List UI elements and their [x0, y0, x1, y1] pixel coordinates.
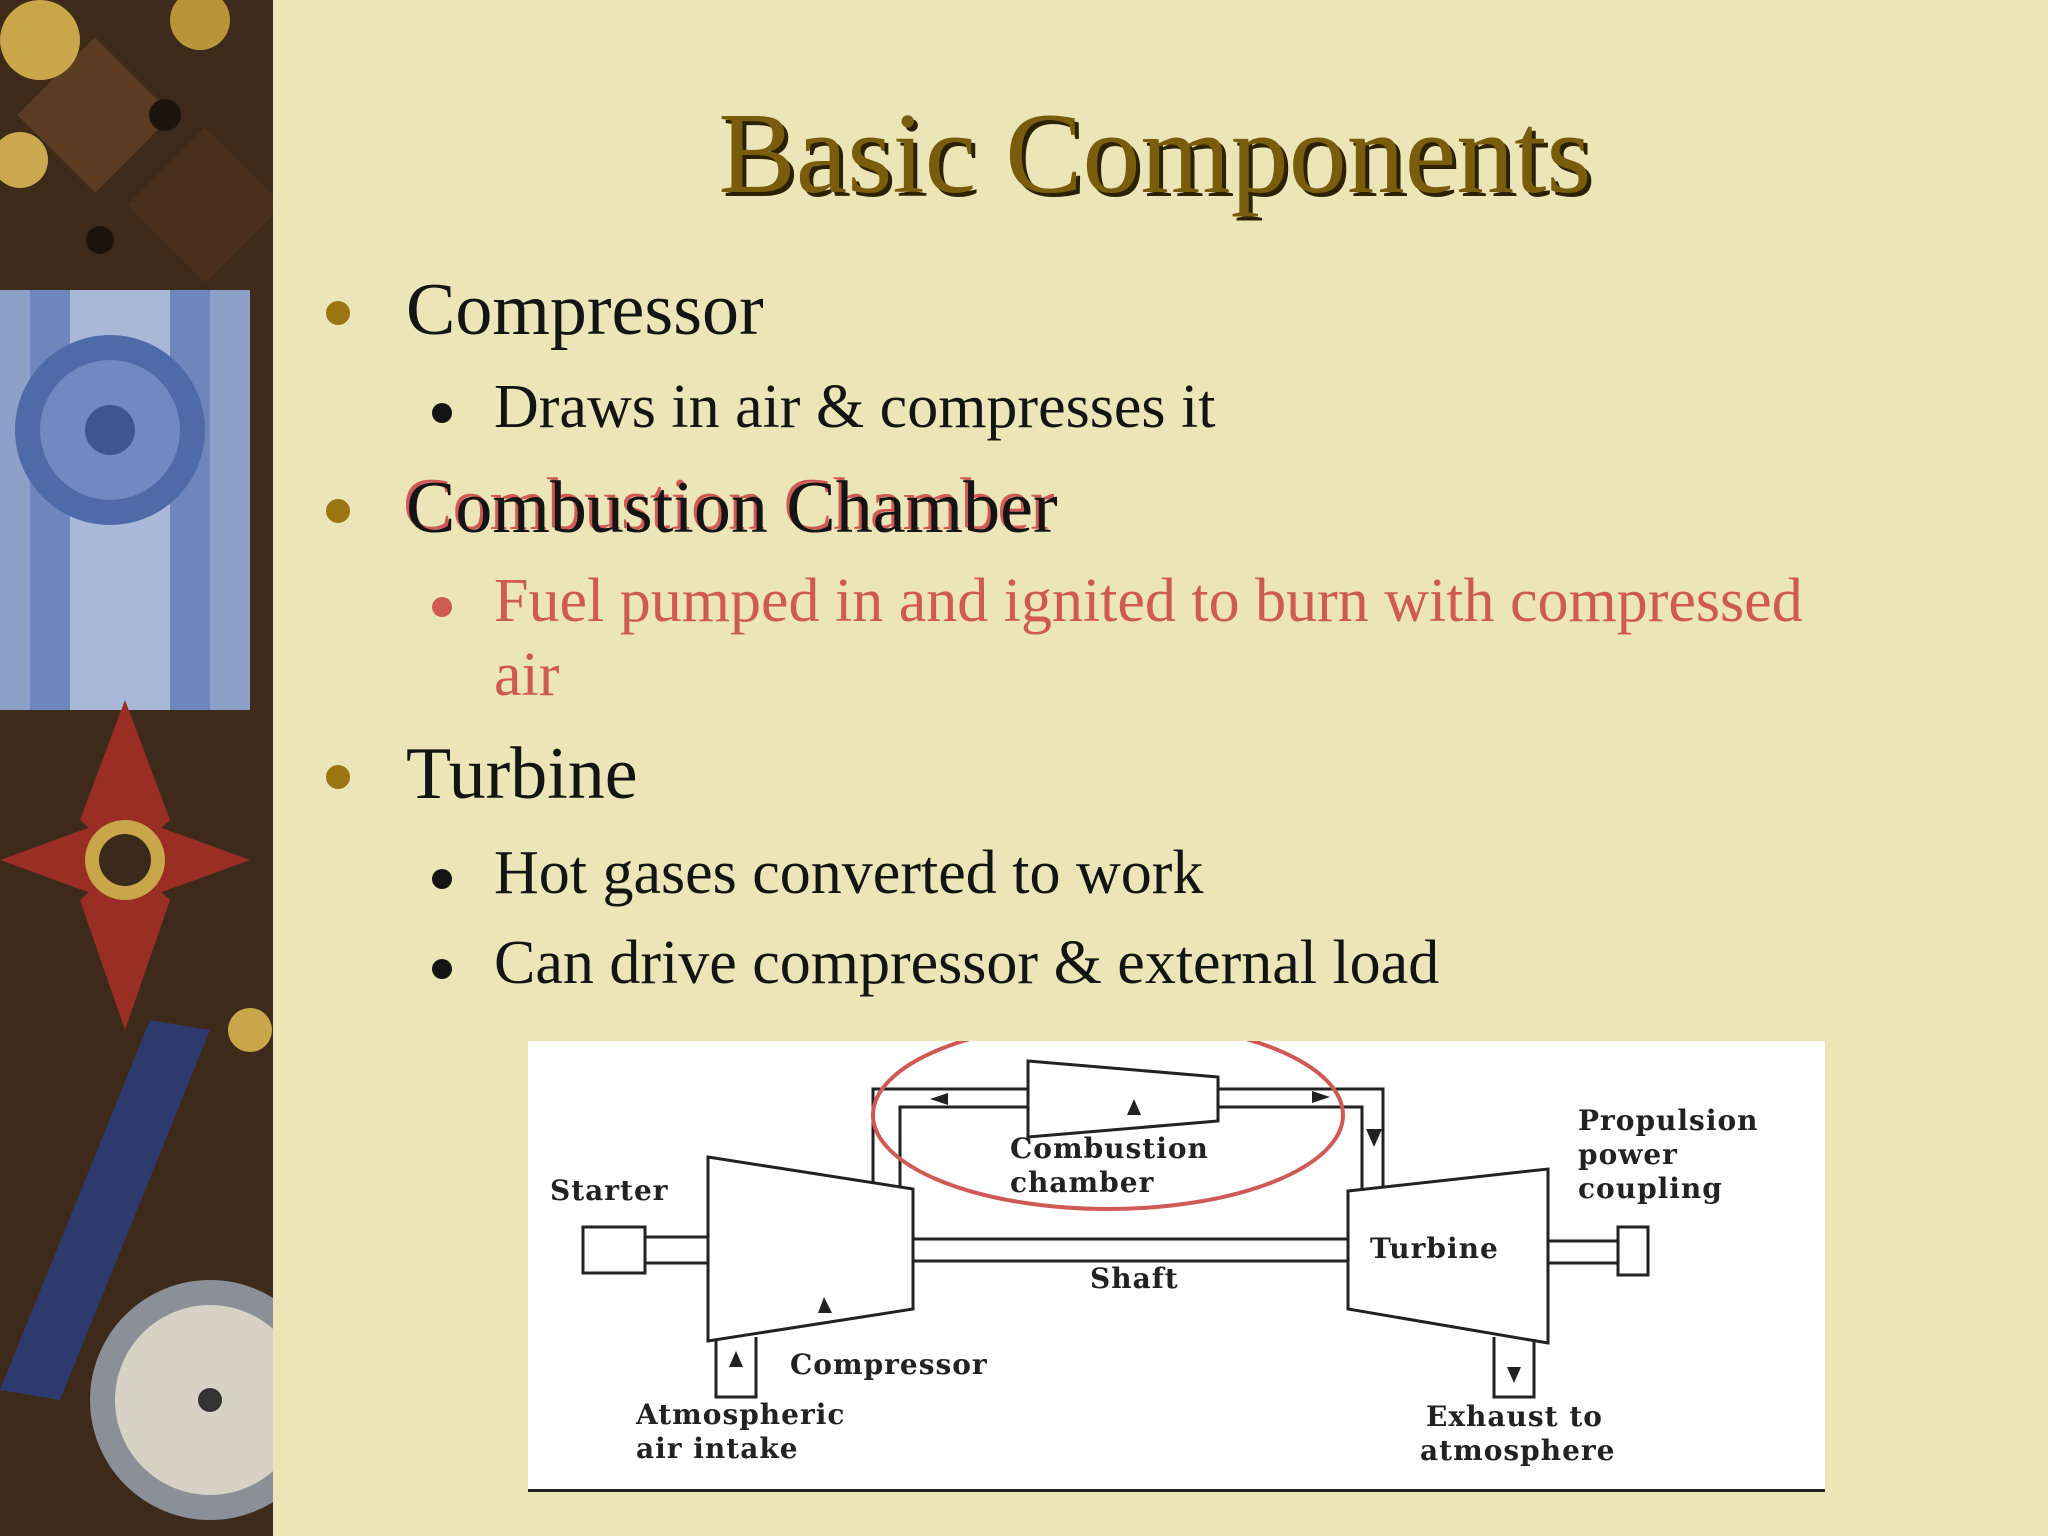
label-intake-1: Atmospheric — [636, 1398, 846, 1431]
label-intake-2: air intake — [636, 1432, 799, 1465]
label-propulsion-1: Propulsion — [1578, 1104, 1759, 1137]
bullet-dot — [326, 765, 350, 790]
subbullet-label: Fuel pumped in and ignited to burn with … — [494, 567, 1803, 635]
label-turbine: Turbine — [1370, 1232, 1499, 1265]
label-propulsion-3: coupling — [1578, 1172, 1723, 1205]
subbullet-label: Draws in air & compresses it — [494, 373, 1216, 441]
bullet-label: Compressor — [406, 269, 764, 351]
label-combustion-1: Combustion — [1010, 1132, 1209, 1165]
combustion-highlight-ellipse — [871, 1041, 1345, 1211]
label-compressor: Compressor — [790, 1348, 988, 1381]
bullet-label: Combustion Chamber — [406, 467, 1058, 549]
medals-photo-image — [0, 0, 273, 1536]
decorative-photo-strip — [0, 0, 273, 1536]
subbullet-dot — [432, 959, 452, 979]
bullet-dot — [326, 301, 350, 326]
subbullet-label: air — [494, 641, 560, 709]
subbullet-dot — [432, 869, 452, 889]
bullet-label: Turbine — [406, 733, 638, 815]
label-propulsion-2: power — [1578, 1138, 1678, 1171]
diagram-underline — [528, 1489, 1825, 1492]
subbullet-label: Hot gases converted to work — [494, 839, 1204, 907]
label-exhaust-2: atmosphere — [1420, 1434, 1616, 1467]
bullet-dot — [326, 499, 350, 524]
label-shaft: Shaft — [1090, 1262, 1179, 1295]
slide-title: Basic Components — [718, 90, 1592, 218]
label-exhaust-1: Exhaust to — [1426, 1400, 1603, 1433]
subbullet-dot — [432, 403, 452, 423]
gas-turbine-diagram: Starter Combustion chamber Shaft Turbine… — [528, 1041, 1825, 1491]
label-starter: Starter — [550, 1174, 669, 1207]
diagram-drawing — [581, 1041, 1650, 1399]
label-combustion-2: chamber — [1010, 1166, 1155, 1199]
subbullet-label: Can drive compressor & external load — [494, 929, 1440, 997]
subbullet-dot — [432, 597, 452, 617]
